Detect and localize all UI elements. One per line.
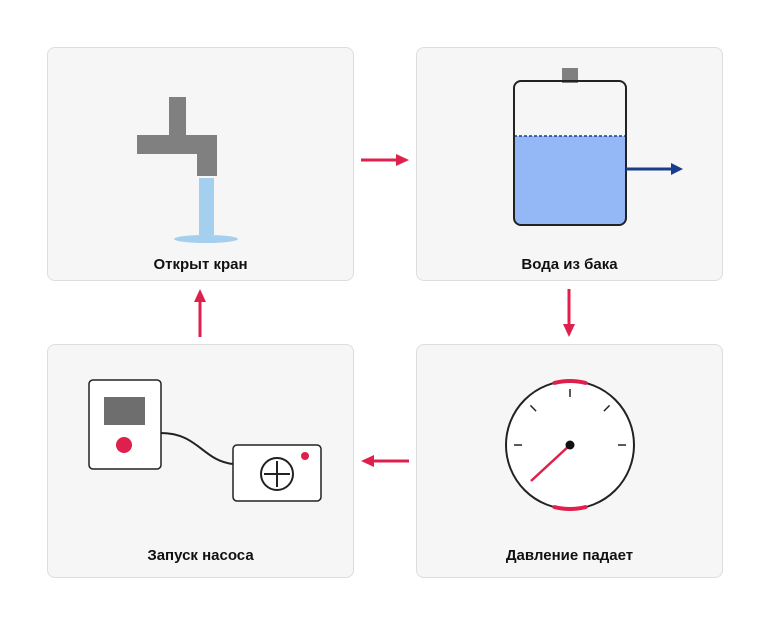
- arrow-down-icon: [563, 289, 575, 337]
- step-card-pump: Запуск насоса: [47, 344, 354, 578]
- step-label-tank: Вода из бака: [521, 256, 618, 273]
- water-tank-icon: [513, 68, 683, 226]
- step-card-tank: Вода из бака: [416, 47, 723, 281]
- arrow-up-icon: [194, 289, 206, 337]
- step-label-pump: Запуск насоса: [147, 547, 254, 564]
- step-card-pressure: Давление падает: [416, 344, 723, 578]
- step-label-pressure: Давление падает: [505, 547, 634, 564]
- faucet-icon: [137, 97, 238, 243]
- pump-controller-icon: [88, 379, 322, 502]
- arrow-right-icon: [361, 154, 409, 166]
- step-label-faucet: Открыт кран: [153, 256, 248, 273]
- arrow-left-icon: [361, 455, 409, 467]
- pressure-gauge-icon: [505, 379, 635, 511]
- step-card-faucet: Открыт кран: [47, 47, 354, 281]
